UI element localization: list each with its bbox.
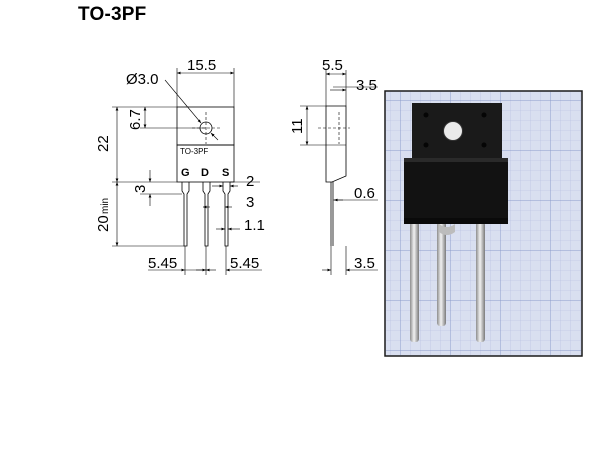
side-lead-thickness-label: 0.6 bbox=[354, 185, 375, 202]
pin-label-g: G bbox=[181, 167, 190, 179]
package-title: TO-3PF bbox=[78, 4, 147, 25]
lead-width-label: 2 bbox=[246, 173, 254, 190]
front-view: TO-3PF G D S 15.5 Ø3.0 6.7 22 bbox=[95, 57, 265, 275]
photo-body bbox=[404, 158, 508, 224]
side-tab-height-label: 11 bbox=[289, 118, 306, 134]
lead-length-suffix: min bbox=[100, 198, 111, 214]
pitch-left-label: 5.45 bbox=[148, 255, 177, 272]
lead-thick-label: 3 bbox=[246, 194, 254, 211]
lead-length-label: 20 bbox=[95, 215, 112, 232]
side-body bbox=[325, 105, 347, 183]
front-body-top bbox=[176, 106, 235, 146]
side-lead-offset-label: 3.5 bbox=[354, 255, 375, 272]
lead-narrow-label: 1.1 bbox=[244, 217, 265, 234]
body-marking: TO-3PF bbox=[180, 147, 208, 156]
front-body-bottom bbox=[176, 144, 235, 183]
side-thickness-label: 5.5 bbox=[322, 57, 343, 74]
hole-offset-label: 6.7 bbox=[127, 109, 144, 130]
diameter-label: Ø3.0 bbox=[126, 71, 159, 88]
body-height-label: 22 bbox=[95, 135, 112, 152]
side-tab-label: 3.5 bbox=[356, 77, 377, 94]
width-label: 15.5 bbox=[187, 57, 216, 74]
pin-label-s: S bbox=[222, 167, 229, 179]
shoulder-label: 3 bbox=[132, 185, 149, 193]
side-view: 5.5 3.5 11 0.6 3.5 bbox=[289, 57, 378, 275]
photo-leads bbox=[410, 222, 485, 342]
pin-label-d: D bbox=[201, 167, 209, 179]
front-leads bbox=[181, 182, 231, 247]
pitch-right-label: 5.45 bbox=[230, 255, 259, 272]
component-photo bbox=[384, 90, 583, 357]
